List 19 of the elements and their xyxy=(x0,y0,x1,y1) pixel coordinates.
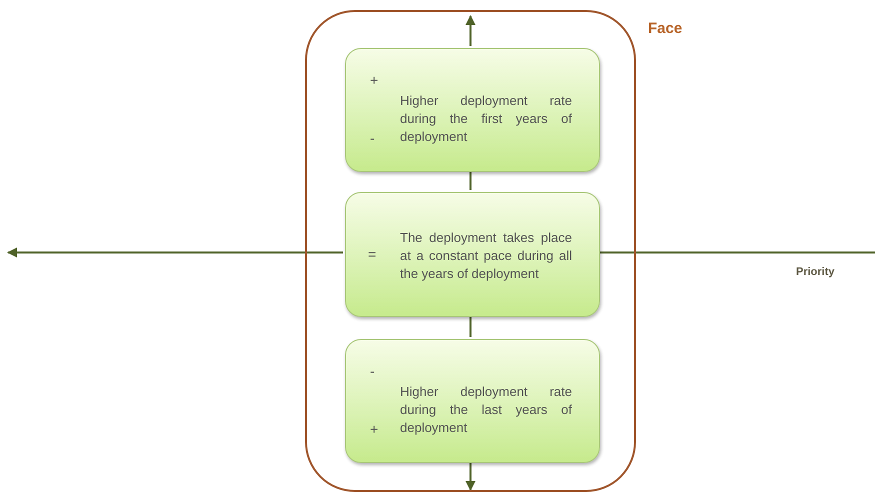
arrow xyxy=(466,461,476,491)
arrow xyxy=(466,15,476,46)
process-box xyxy=(345,192,600,317)
box-text: The deployment takes place at a constant pace during all the years of deployment xyxy=(400,229,572,283)
group-heading: Face xyxy=(648,19,682,39)
sign-symbol: - xyxy=(370,364,375,378)
sign-symbol: + xyxy=(370,73,378,87)
box-text: Higher deployment rate during the first years of deployment xyxy=(400,92,572,146)
connector-line xyxy=(470,170,472,190)
arrow xyxy=(7,248,343,258)
sign-symbol: = xyxy=(368,247,376,261)
sign-symbol: - xyxy=(370,131,375,145)
connector-line xyxy=(598,252,875,254)
sign-symbol: + xyxy=(370,422,378,436)
box-text: Higher deployment rate during the last years of deployment xyxy=(400,383,572,437)
process-box xyxy=(345,339,600,463)
axis-label: Priority xyxy=(796,265,835,280)
connector-line xyxy=(470,315,472,337)
process-box xyxy=(345,48,600,172)
